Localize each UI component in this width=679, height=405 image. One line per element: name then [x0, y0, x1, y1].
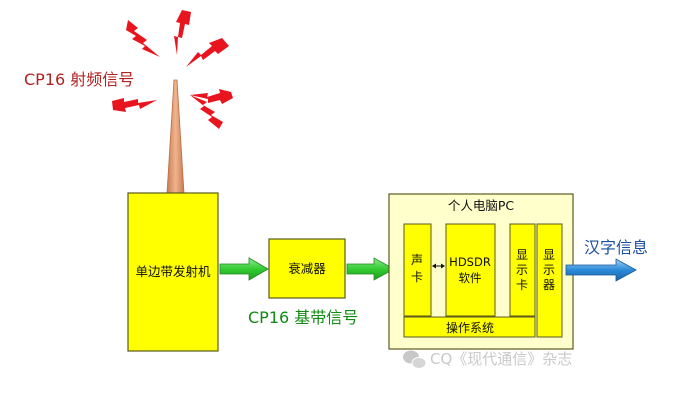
arrow-pc-to-output — [565, 258, 637, 282]
antenna-icon — [166, 79, 185, 194]
display-card-box — [509, 223, 536, 317]
arrow-attenuator-to-pc — [346, 257, 395, 281]
attenuator-label: 衰减器 — [288, 261, 326, 276]
monitor-label-3: 器 — [543, 278, 555, 292]
hdsdr-label-line2: 软件 — [459, 271, 482, 285]
monitor-box — [536, 223, 563, 338]
bidirectional-arrow — [432, 263, 445, 269]
arrow-transmitter-to-attenuator — [219, 257, 269, 281]
monitor-label-1: 显 — [543, 248, 555, 262]
baseband-signal-label: CP16 基带信号 — [248, 308, 358, 327]
display-card-label-1: 显 — [516, 248, 528, 262]
lightning-bolt-icon — [112, 10, 233, 129]
rf-signal-label: CP16 射频信号 — [24, 70, 134, 89]
attenuator-box — [268, 238, 346, 299]
hdsdr-label-line1: HDSDR — [449, 255, 491, 269]
sound-card-label-2: 卡 — [411, 270, 423, 284]
output-label: 汉字信息 — [584, 238, 648, 257]
os-box — [403, 316, 536, 338]
display-card-label-3: 卡 — [516, 278, 528, 292]
transmitter-box — [127, 192, 219, 352]
wechat-icon — [403, 350, 427, 369]
watermark-text: CQ《现代通信》杂志 — [430, 350, 572, 368]
monitor-label-2: 示 — [543, 263, 555, 277]
pc-title: 个人电脑PC — [448, 198, 515, 213]
transmitter-label: 单边带发射机 — [135, 264, 211, 279]
sound-card-label-1: 声 — [411, 253, 423, 267]
os-label: 操作系统 — [446, 320, 494, 335]
display-card-label-2: 示 — [516, 263, 528, 277]
sound-card-box — [403, 223, 432, 317]
hdsdr-box — [445, 223, 496, 317]
